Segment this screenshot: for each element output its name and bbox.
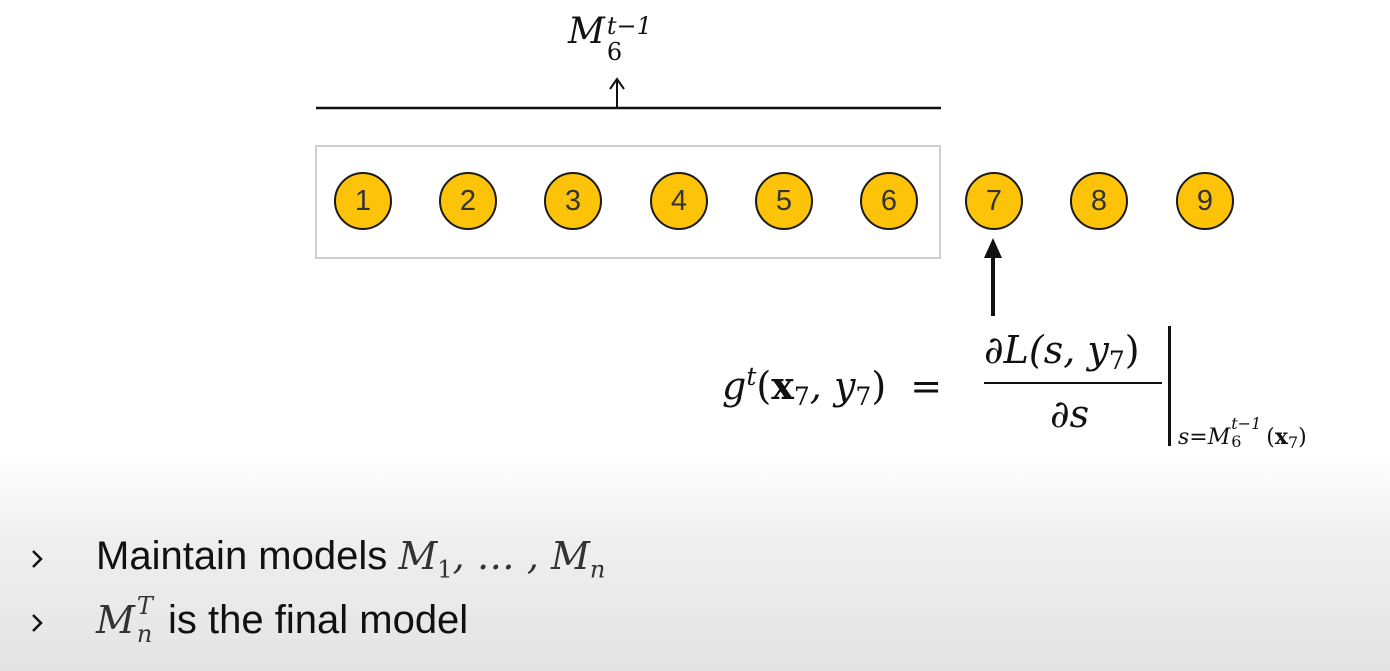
- sample-circle-3: 3: [544, 172, 602, 230]
- chevron-right-icon: [32, 550, 43, 568]
- sample-circle-7: 7: [965, 172, 1023, 230]
- formula-numerator: ∂L(s, y7): [984, 328, 1140, 375]
- training-window-box: [315, 145, 941, 259]
- chevron-right-icon: [32, 614, 43, 632]
- sample-circle-4: 4: [650, 172, 708, 230]
- bullet-1-text: Maintain models: [96, 534, 399, 578]
- sample-circle-5: 5: [755, 172, 813, 230]
- formula-denominator: ∂s: [1050, 392, 1090, 436]
- sample-circle-8: 8: [1070, 172, 1128, 230]
- bullet-1-math: M1, … , Mn: [398, 534, 606, 584]
- sample-circle-9: 9: [1176, 172, 1234, 230]
- gradient-arrow-head: [984, 238, 1002, 258]
- fraction-bar: [984, 382, 1162, 384]
- bullet-2-text: is the final model: [156, 598, 469, 642]
- formula-lhs: gt(x7, y7) =: [722, 362, 943, 411]
- evaluation-point: s=M t−1 6 (x7): [1178, 414, 1307, 452]
- model-arrow-head: [609, 77, 625, 90]
- evaluation-bar: [1168, 326, 1171, 446]
- sample-circle-2: 2: [439, 172, 497, 230]
- sample-circle-6: 6: [860, 172, 918, 230]
- sample-circle-1: 1: [334, 172, 392, 230]
- model-label: M t−1 6: [568, 11, 652, 66]
